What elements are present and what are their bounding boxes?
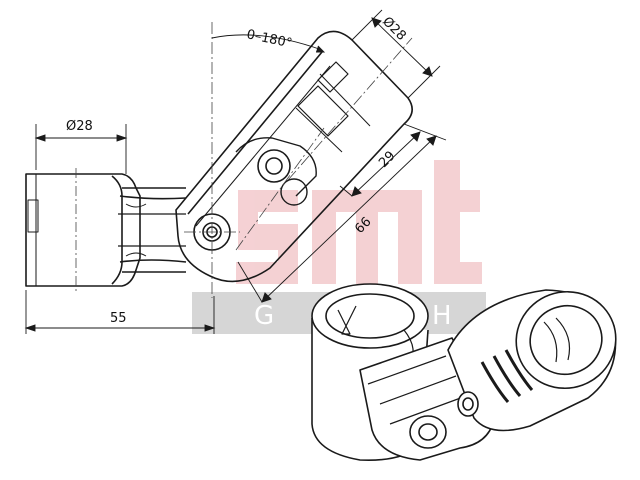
iso-bolt-side	[457, 391, 479, 417]
watermark-letter-h: H	[432, 301, 454, 331]
dimension-lines	[24, 9, 447, 334]
ribbed-collar	[111, 175, 187, 285]
rotating-arm	[175, 30, 413, 283]
centerlines	[184, 22, 413, 298]
length-29-label: 29	[376, 149, 398, 171]
diameter-left-label: Ø28	[66, 119, 93, 134]
diameter-top-label: Ø28	[379, 14, 409, 44]
iso-bolt-front	[409, 415, 447, 449]
isometric-view	[311, 283, 617, 462]
watermark-letter-g: G	[254, 301, 276, 331]
orthographic-view	[25, 30, 413, 292]
clamp-cylinder	[25, 168, 141, 292]
length-55-label: 55	[110, 311, 127, 326]
angle-label: 0–180°	[245, 27, 293, 51]
iso-rotating-clamp	[447, 289, 617, 432]
angle-arc	[211, 34, 323, 51]
locking-screw	[257, 149, 308, 206]
